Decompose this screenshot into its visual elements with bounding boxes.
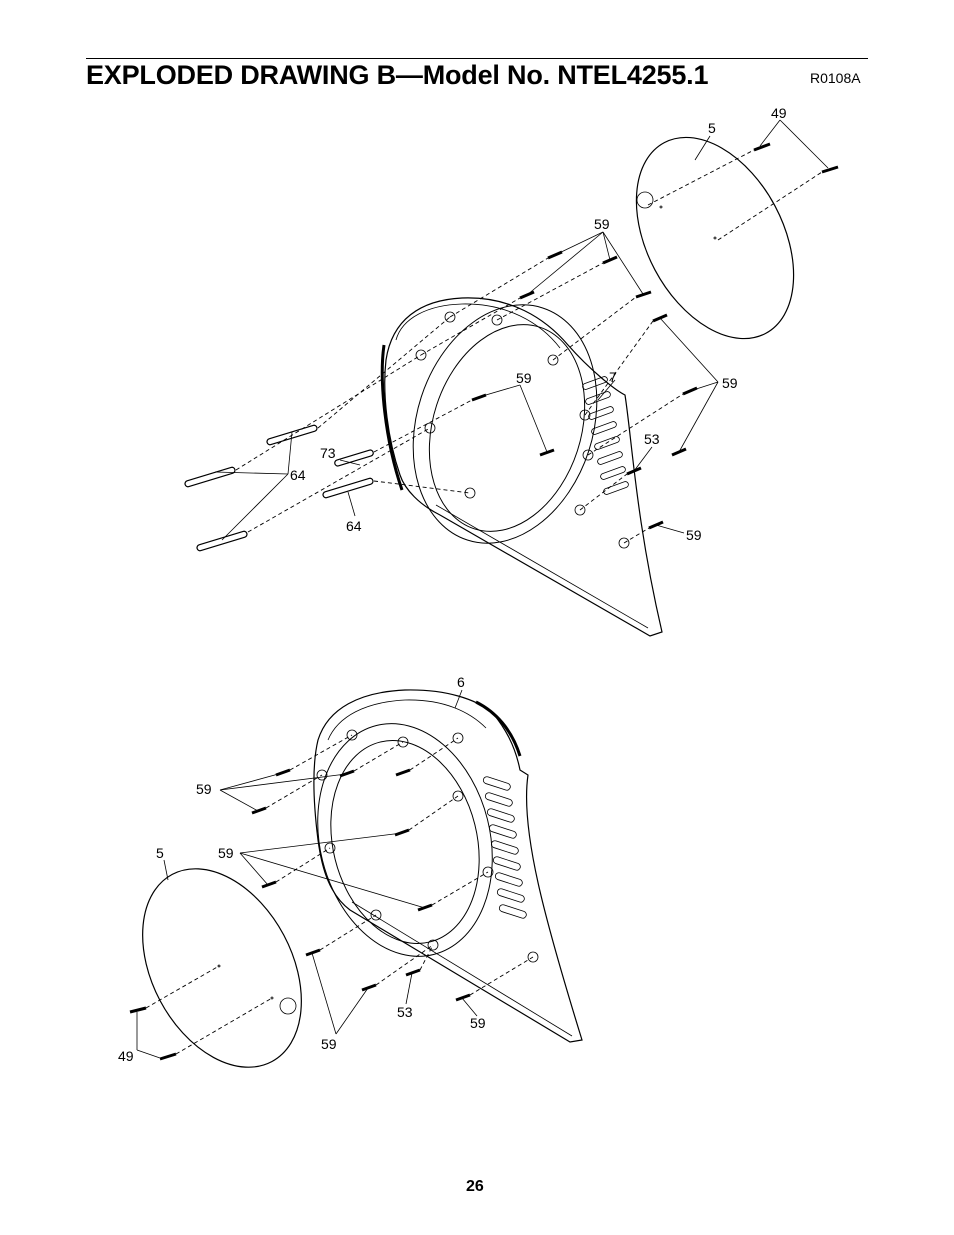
screws-49-bottom — [129, 965, 273, 1061]
top-leaders — [214, 119, 829, 541]
label-59-upper: 59 — [196, 781, 212, 797]
label-59-right: 59 — [722, 375, 738, 391]
label-53-top: 53 — [644, 431, 660, 447]
housing-6 — [313, 689, 583, 1043]
label-59-right-bottom: 59 — [470, 1015, 486, 1031]
drawing-code: R0108A — [810, 70, 861, 86]
page-number: 26 — [466, 1178, 484, 1195]
screws-59-middle — [261, 795, 489, 912]
screws-59-upper — [251, 734, 459, 815]
label-59-top: 59 — [594, 216, 610, 232]
housing-7-edge — [380, 344, 404, 491]
screws-59-lower — [305, 914, 434, 992]
housing-7-vents — [582, 376, 629, 495]
screw-53-bottom — [405, 944, 434, 977]
housing-7-inner-lip — [395, 303, 561, 349]
housing-6-bottom-edge — [351, 901, 573, 1037]
label-64-upper: 64 — [290, 467, 306, 483]
label-59-bottom: 59 — [686, 527, 702, 543]
disc-5-top — [635, 136, 795, 340]
page-title: EXPLODED DRAWING B—Model No. NTEL4255.1 — [86, 60, 709, 90]
label-59-inner: 59 — [516, 370, 532, 386]
header-rule — [86, 58, 868, 59]
housing-6-ring-outer — [317, 723, 493, 957]
label-6: 6 — [457, 674, 465, 690]
label-7: 7 — [609, 369, 617, 385]
label-49-bottom: 49 — [118, 1048, 134, 1064]
top-assembly: 5 49 59 59 7 59 53 59 73 64 64 — [184, 105, 839, 637]
housing-7-bottom-edge — [435, 504, 649, 629]
label-73: 73 — [320, 445, 336, 461]
label-5-bottom: 5 — [156, 845, 164, 861]
screw-59-right-bottom — [455, 956, 534, 1002]
label-49-top: 49 — [771, 105, 787, 121]
housing-6-bosses — [316, 729, 539, 963]
disc-5-bottom — [142, 868, 302, 1068]
label-59-lower: 59 — [321, 1036, 337, 1052]
screws-49-top — [647, 142, 839, 241]
label-5-top: 5 — [708, 120, 716, 136]
housing-6-edge — [475, 700, 522, 757]
bottom-leaders — [136, 689, 478, 1059]
housing-7-bosses — [415, 311, 630, 549]
bottom-assembly: 6 59 5 59 53 59 59 49 — [118, 674, 583, 1068]
label-59-middle: 59 — [218, 845, 234, 861]
disc-5-bottom-hole — [279, 997, 297, 1015]
label-64-lower: 64 — [346, 518, 362, 534]
housing-6-vents — [482, 776, 527, 919]
housing-7-ring-outer — [412, 304, 598, 544]
housing-7-ring-inner — [428, 324, 586, 532]
housing-6-inner-lip — [327, 699, 487, 741]
label-53-bottom: 53 — [397, 1004, 413, 1020]
housing-6-ring-inner — [330, 740, 480, 944]
housing-7 — [384, 297, 663, 637]
disc-5-top-hole — [636, 191, 654, 209]
